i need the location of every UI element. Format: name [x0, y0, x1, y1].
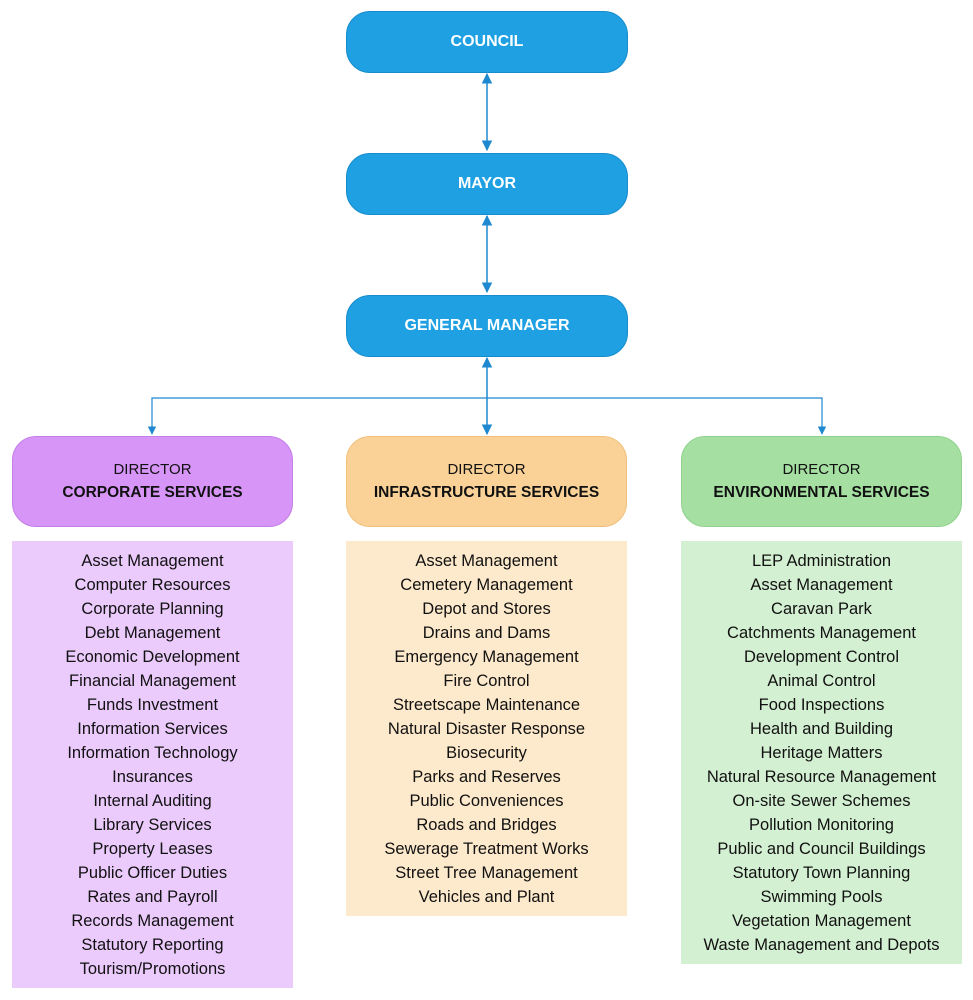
- council-node: COUNCIL: [346, 11, 628, 73]
- list-item: Public and Council Buildings: [717, 840, 926, 858]
- list-item: Emergency Management: [394, 648, 579, 666]
- list-item: Swimming Pools: [760, 888, 883, 906]
- list-item: Health and Building: [749, 720, 894, 738]
- list-item: Animal Control: [767, 672, 876, 690]
- list-item: Information Technology: [67, 744, 238, 762]
- list-item: Computer Resources: [74, 576, 231, 594]
- list-item: Funds Investment: [86, 696, 219, 714]
- director-environmental-role: DIRECTOR: [782, 460, 861, 478]
- list-item: Street Tree Management: [395, 864, 578, 882]
- list-item: Natural Disaster Response: [387, 720, 586, 738]
- list-item: Corporate Planning: [81, 600, 224, 618]
- list-item: Asset Management: [415, 552, 558, 570]
- list-item: Catchments Management: [727, 624, 916, 642]
- list-item: Property Leases: [92, 840, 213, 858]
- list-item: Drains and Dams: [422, 624, 551, 642]
- mayor-node: MAYOR: [346, 153, 628, 215]
- general-manager-label: GENERAL MANAGER: [404, 317, 570, 334]
- list-item: Roads and Bridges: [416, 816, 557, 834]
- director-environmental-node: DIRECTOR ENVIRONMENTAL SERVICES: [681, 436, 962, 527]
- list-item: Vegetation Management: [732, 912, 911, 930]
- list-item: Economic Development: [65, 648, 240, 666]
- list-item: Sewerage Treatment Works: [384, 840, 589, 858]
- mayor-label: MAYOR: [457, 175, 517, 192]
- list-item: Debt Management: [84, 624, 221, 642]
- list-item: Biosecurity: [446, 744, 527, 762]
- list-item: Streetscape Maintenance: [392, 696, 581, 714]
- director-infrastructure-role: DIRECTOR: [447, 460, 526, 478]
- director-corporate-role: DIRECTOR: [113, 460, 192, 478]
- gm-corporate-connector: [147, 397, 487, 435]
- list-item: Statutory Town Planning: [732, 864, 911, 882]
- list-item: Records Management: [71, 912, 234, 930]
- director-infrastructure-title: INFRASTRUCTURE SERVICES: [373, 483, 600, 501]
- list-item: Fire Control: [443, 672, 530, 690]
- list-item: LEP Administration: [751, 552, 892, 570]
- list-item: On-site Sewer Schemes: [732, 792, 911, 810]
- list-item: Caravan Park: [771, 600, 872, 618]
- director-environmental-title: ENVIRONMENTAL SERVICES: [713, 483, 930, 501]
- list-item: Asset Management: [81, 552, 224, 570]
- list-item: Statutory Reporting: [81, 936, 224, 954]
- list-item: Pollution Monitoring: [749, 816, 894, 834]
- list-item: Insurances: [112, 768, 193, 786]
- list-item: Financial Management: [69, 672, 236, 690]
- list-item: Vehicles and Plant: [418, 888, 555, 906]
- list-item: Development Control: [744, 648, 899, 666]
- list-item: Internal Auditing: [93, 792, 212, 810]
- list-item: Depot and Stores: [422, 600, 551, 618]
- list-item: Public Conveniences: [409, 792, 564, 810]
- director-corporate-title: CORPORATE SERVICES: [62, 483, 243, 501]
- list-item: Cemetery Management: [400, 576, 573, 594]
- list-item: Library Services: [93, 816, 212, 834]
- list-item: Waste Management and Depots: [703, 936, 940, 954]
- list-item: Tourism/Promotions: [79, 960, 226, 978]
- list-item: Public Officer Duties: [77, 864, 228, 882]
- list-item: Rates and Payroll: [87, 888, 218, 906]
- council-label: COUNCIL: [450, 33, 524, 50]
- list-item: Information Services: [77, 720, 228, 738]
- gm-environmental-connector: [487, 397, 827, 435]
- list-item: Natural Resource Management: [706, 768, 937, 786]
- list-item: Food Inspections: [758, 696, 885, 714]
- list-item: Heritage Matters: [760, 744, 883, 762]
- director-infrastructure-node: DIRECTOR INFRASTRUCTURE SERVICES: [346, 436, 627, 527]
- director-corporate-node: DIRECTOR CORPORATE SERVICES: [12, 436, 293, 527]
- general-manager-node: GENERAL MANAGER: [346, 295, 628, 357]
- list-item: Asset Management: [750, 576, 893, 594]
- list-item: Parks and Reserves: [412, 768, 561, 786]
